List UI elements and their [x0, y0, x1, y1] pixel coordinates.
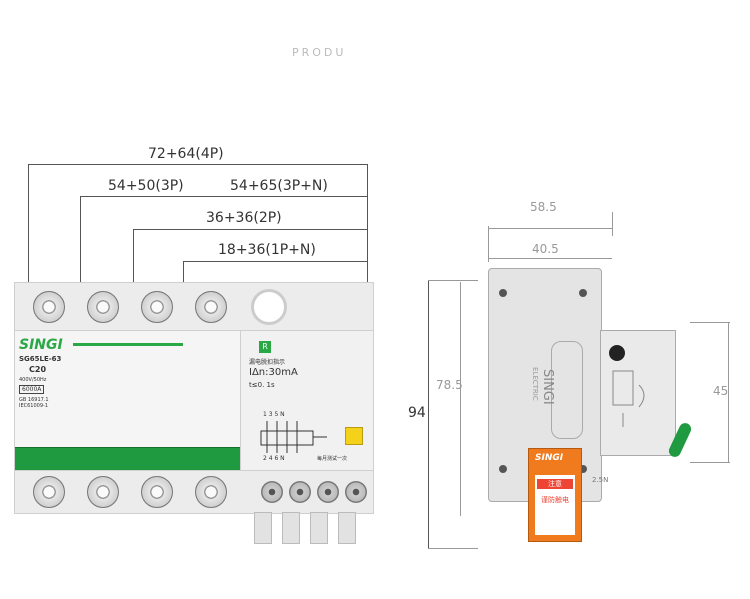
breaker-top-terminal-row	[14, 282, 374, 332]
terminal-screw	[261, 481, 283, 503]
terminal-fin	[338, 512, 356, 544]
dim-tick	[690, 462, 730, 463]
terminal-screw	[345, 481, 367, 503]
test-label: 每月测试一次	[317, 456, 348, 462]
standard-gb: GB 16917.1	[19, 397, 49, 403]
terminal-fin	[310, 512, 328, 544]
dim-line-right	[728, 322, 729, 462]
handle-tie-bar[interactable]	[15, 447, 241, 470]
side-extension-rcd	[600, 330, 676, 456]
brand-stripe	[73, 343, 183, 346]
dim-tick-3p	[80, 196, 81, 284]
dim-label-1pn: 18+36(1P+N)	[218, 242, 316, 258]
label-body: 谨防触电	[541, 496, 569, 504]
side-knob	[609, 345, 625, 361]
dim-label-mid: 40.5	[532, 242, 559, 256]
dim-label-total-height: 94	[408, 405, 426, 421]
dim-line-2p	[133, 229, 368, 230]
brand-vertical: SINGI	[540, 369, 555, 405]
rivet	[579, 289, 587, 297]
label-brand: SINGI	[535, 453, 564, 463]
terminal-screw	[87, 291, 119, 323]
brand-emboss-frame	[551, 341, 583, 439]
dim-line-total-height	[428, 280, 429, 548]
dim-line-top	[488, 228, 612, 229]
terminal-labels-top: 1 3 5 N	[263, 411, 285, 418]
terminal-labels-bottom: 2 4 6 N	[263, 455, 285, 462]
dim-label-inner-height: 78.5	[436, 378, 463, 392]
dim-tick	[428, 548, 478, 549]
small-mark: 2.5N	[592, 476, 609, 484]
breaker-front-panel: SINGI SG65LE-63 C20 400V/50Hz 6000A GB 1…	[14, 330, 242, 513]
terminal-screw	[33, 291, 65, 323]
dim-line-1pn	[183, 261, 368, 262]
dim-label-3pn: 54+65(3P+N)	[230, 178, 328, 194]
terminal-screw	[87, 476, 119, 508]
dim-line-inner-height	[460, 282, 461, 516]
voltage-spec: 400V/50Hz	[19, 377, 47, 383]
dim-label-4p: 72+64(4P)	[148, 146, 224, 162]
rcd-module: R 漏电脱扣指示 IΔn:30mA t≤0. 1s 1 3 5 N 2 4 6 …	[240, 330, 374, 472]
standard-iec: IEC61009-1	[19, 403, 49, 409]
terminal-fin	[282, 512, 300, 544]
circuit-breaker-side: SINGI ELECTRIC SINGI 注意 谨防触电 2.5N	[478, 268, 694, 542]
dim-tick-left	[28, 164, 29, 284]
circuit-breaker-front: SINGI SG65LE-63 C20 400V/50Hz 6000A GB 1…	[14, 282, 374, 514]
rcd-trip-time: t≤0. 1s	[249, 381, 275, 389]
faint-title: PRODU	[292, 46, 347, 59]
terminal-screw	[141, 291, 173, 323]
terminal-screw	[195, 291, 227, 323]
dim-line-4p	[28, 164, 368, 165]
terminal-screw	[195, 476, 227, 508]
terminal-screw	[141, 476, 173, 508]
reset-port	[251, 289, 287, 325]
label-title: 注意	[537, 479, 573, 489]
label-white-area: 注意 谨防触电	[535, 475, 575, 535]
test-button[interactable]	[345, 427, 363, 445]
dim-tick	[428, 280, 478, 281]
rivet	[579, 465, 587, 473]
dim-tick-2p	[133, 229, 134, 284]
rivet	[499, 289, 507, 297]
rivet	[499, 465, 507, 473]
dim-label-right: 45	[713, 384, 729, 398]
terminal-fin	[254, 512, 272, 544]
brand-logo: SINGI	[19, 337, 63, 353]
wiring-schematic	[260, 421, 327, 453]
rcd-title: 漏电脱扣指示	[249, 359, 286, 366]
terminal-screw	[33, 476, 65, 508]
side-diagram	[612, 370, 645, 427]
electric-text: ELECTRIC	[531, 367, 539, 401]
dim-label-3p: 54+50(3P)	[108, 178, 184, 194]
dim-label-2p: 36+36(2P)	[206, 210, 282, 226]
dim-tick	[488, 226, 489, 262]
current-rating: C20	[29, 365, 47, 374]
dim-tick-1pn	[183, 261, 184, 284]
dim-line-mid	[488, 258, 612, 259]
dim-tick	[612, 212, 613, 236]
rcd-current: IΔn:30mA	[249, 367, 298, 378]
dim-line-3p	[80, 196, 368, 197]
terminal-screw	[289, 481, 311, 503]
warning-label: SINGI 注意 谨防触电	[528, 448, 582, 542]
r-badge: R	[259, 341, 271, 353]
dim-tick	[690, 322, 730, 323]
dim-tick-right	[367, 164, 368, 284]
model-number: SG65LE-63	[19, 355, 62, 363]
terminal-screw	[317, 481, 339, 503]
dim-label-top: 58.5	[530, 200, 557, 214]
breaking-capacity: 6000A	[19, 385, 45, 394]
breaker-bottom-terminal-row	[14, 470, 374, 514]
